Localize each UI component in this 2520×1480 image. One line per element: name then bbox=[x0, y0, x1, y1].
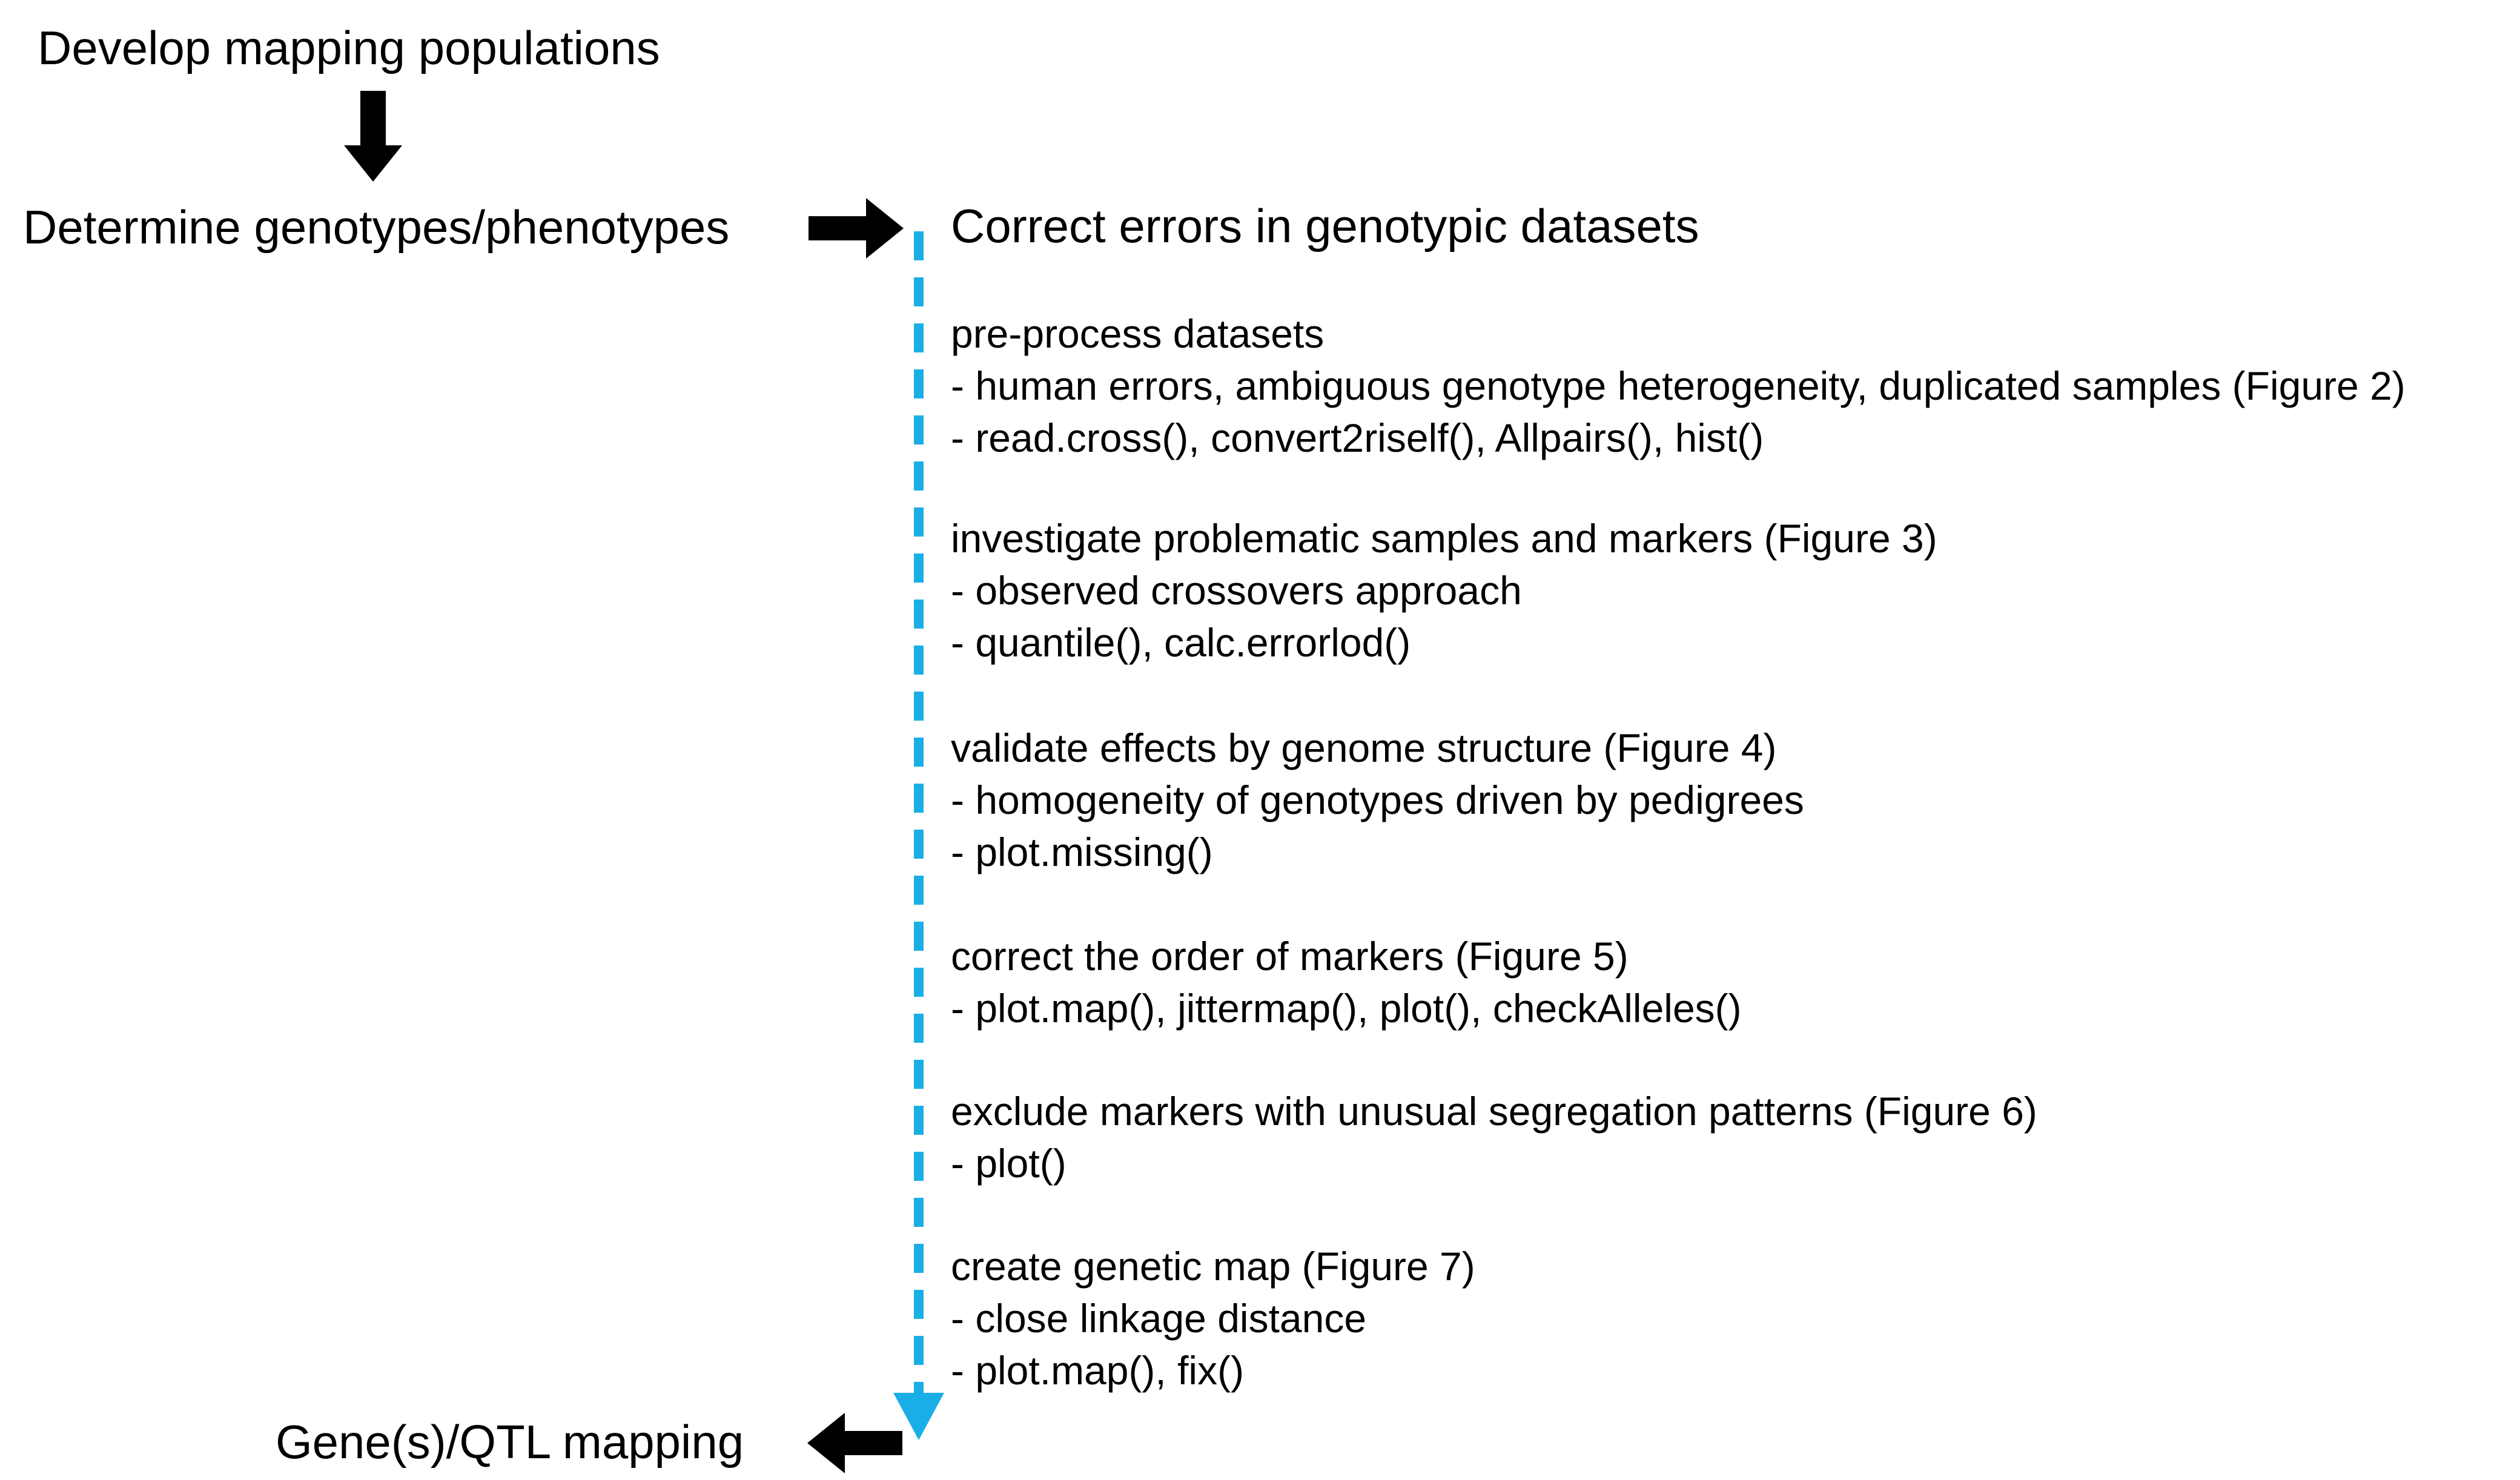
step-genetic-map: create genetic map (Figure 7) - close li… bbox=[951, 1240, 1475, 1396]
step-investigate: investigate problematic samples and mark… bbox=[951, 512, 1937, 669]
correct-errors-title: Correct errors in genotypic datasets bbox=[951, 199, 1699, 253]
step-title: create genetic map (Figure 7) bbox=[951, 1244, 1475, 1289]
determine-genotypes-label: Determine genotypes/phenotypes bbox=[23, 200, 730, 254]
step-line: - homogeneity of genotypes driven by ped… bbox=[951, 778, 1804, 822]
step-exclude-markers: exclude markers with unusual segregation… bbox=[951, 1085, 2037, 1189]
step-line: - quantile(), calc.errorlod() bbox=[951, 620, 1411, 665]
develop-mapping-populations-label: Develop mapping populations bbox=[38, 21, 660, 74]
down-arrow-icon bbox=[344, 91, 402, 182]
gene-qtl-mapping-label: Gene(s)/QTL mapping bbox=[276, 1415, 744, 1468]
left-arrow-icon bbox=[807, 1413, 902, 1473]
step-line: - plot.map(), fix() bbox=[951, 1348, 1245, 1393]
step-line: - close linkage distance bbox=[951, 1296, 1367, 1341]
step-title: investigate problematic samples and mark… bbox=[951, 516, 1937, 561]
step-title: exclude markers with unusual segregation… bbox=[951, 1089, 2037, 1134]
step-line: - read.cross(), convert2riself(), Allpai… bbox=[951, 415, 1764, 460]
step-preprocess: pre-process datasets - human errors, amb… bbox=[951, 308, 2406, 464]
step-title: correct the order of markers (Figure 5) bbox=[951, 934, 1629, 979]
step-line: - human errors, ambiguous genotype heter… bbox=[951, 363, 2406, 408]
step-line: - plot() bbox=[951, 1141, 1067, 1186]
flow-arrowhead-icon bbox=[893, 1393, 944, 1440]
step-line: - plot.map(), jittermap(), plot(), check… bbox=[951, 986, 1742, 1031]
step-correct-order: correct the order of markers (Figure 5) … bbox=[951, 930, 1742, 1034]
step-line: - plot.missing() bbox=[951, 830, 1213, 874]
step-title: pre-process datasets bbox=[951, 311, 1324, 356]
step-title: validate effects by genome structure (Fi… bbox=[951, 725, 1777, 770]
step-line: - observed crossovers approach bbox=[951, 568, 1522, 613]
step-validate: validate effects by genome structure (Fi… bbox=[951, 722, 1804, 878]
right-arrow-icon bbox=[809, 198, 904, 259]
